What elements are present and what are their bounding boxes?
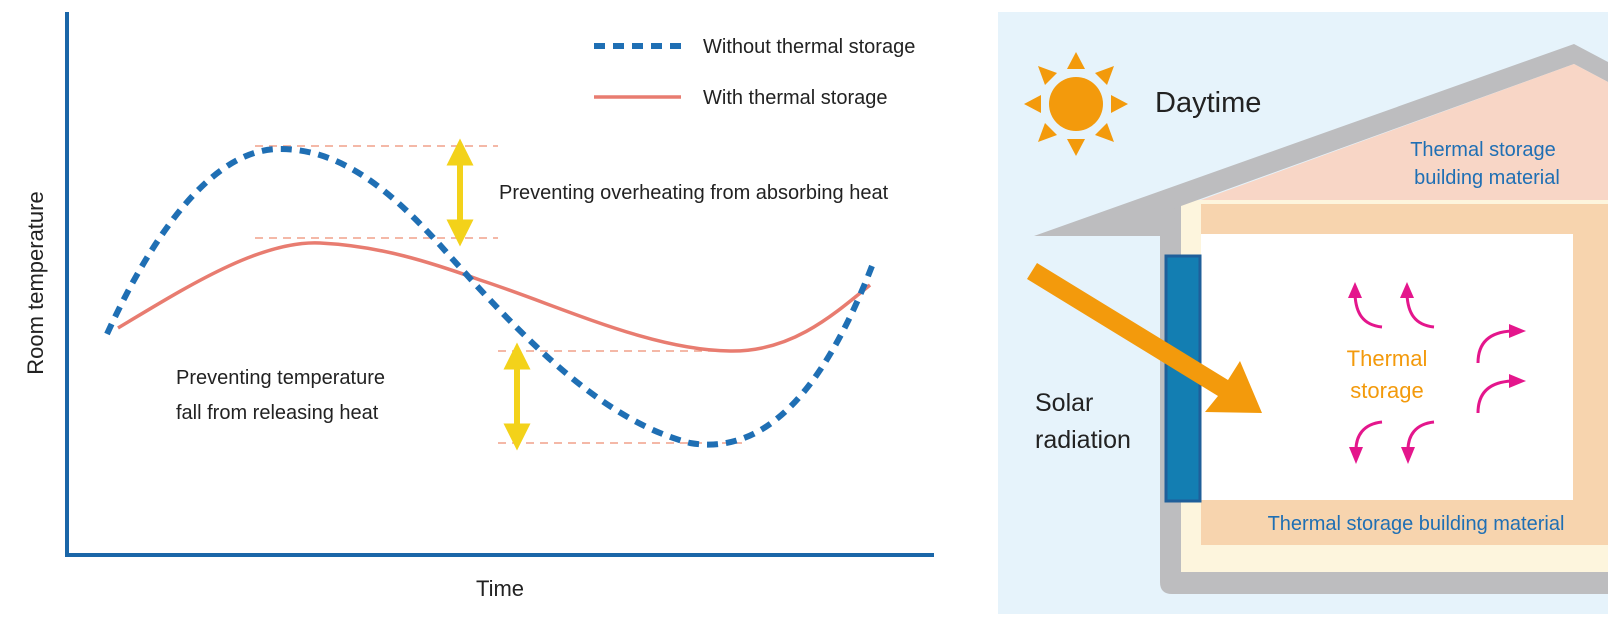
legend: Without thermal storage With thermal sto… — [594, 36, 915, 109]
floor-storage-material — [1201, 500, 1608, 545]
series-line-with-thermal-storage — [117, 241, 872, 353]
ceiling-storage-material — [1201, 204, 1608, 234]
x-axis-label: Time — [476, 576, 524, 601]
house-illustration: Daytime Thermal storage building materia… — [998, 12, 1608, 614]
roof-storage-material — [1201, 64, 1608, 200]
annotation-overheating: Preventing overheating from absorbing he… — [499, 182, 889, 204]
series-line-without-thermal-storage — [104, 145, 875, 448]
solar-radiation-arrow — [1027, 263, 1262, 413]
heat-arrow-icon — [1400, 282, 1435, 329]
temperature-chart: Room temperature Time Without thermal st… — [23, 12, 934, 601]
heat-arrow-icon — [1401, 420, 1435, 464]
thermal-storage-label-line1: Thermal — [1347, 346, 1428, 371]
roof — [1034, 44, 1608, 236]
floor-material-label: Thermal storage building material — [1268, 513, 1565, 535]
room-interior — [1201, 234, 1573, 500]
heat-arrows — [1348, 282, 1526, 464]
daytime-title: Daytime — [1155, 87, 1261, 119]
sun-icon — [1024, 52, 1128, 156]
solar-radiation-label-line1: Solar — [1035, 389, 1093, 417]
heat-arrow-icon — [1349, 420, 1383, 464]
y-axis-label: Room temperature — [23, 191, 48, 374]
heat-arrow-icon — [1476, 374, 1526, 414]
roof-material-label-line1: Thermal storage — [1410, 139, 1556, 161]
window — [1164, 254, 1202, 503]
thermal-storage-label-line2: storage — [1350, 378, 1423, 403]
legend-label-with: With thermal storage — [703, 87, 888, 109]
annotation-temperature-fall-line2: fall from releasing heat — [176, 402, 379, 424]
legend-label-without: Without thermal storage — [703, 36, 915, 58]
heat-arrow-icon — [1476, 324, 1526, 364]
annotation-temperature-fall-line1: Preventing temperature — [176, 367, 385, 389]
solar-radiation-label-line2: radiation — [1035, 426, 1131, 454]
right-wall-storage-material — [1573, 204, 1608, 544]
roof-material-label-line2: building material — [1414, 167, 1560, 189]
heat-arrow-icon — [1348, 282, 1383, 329]
